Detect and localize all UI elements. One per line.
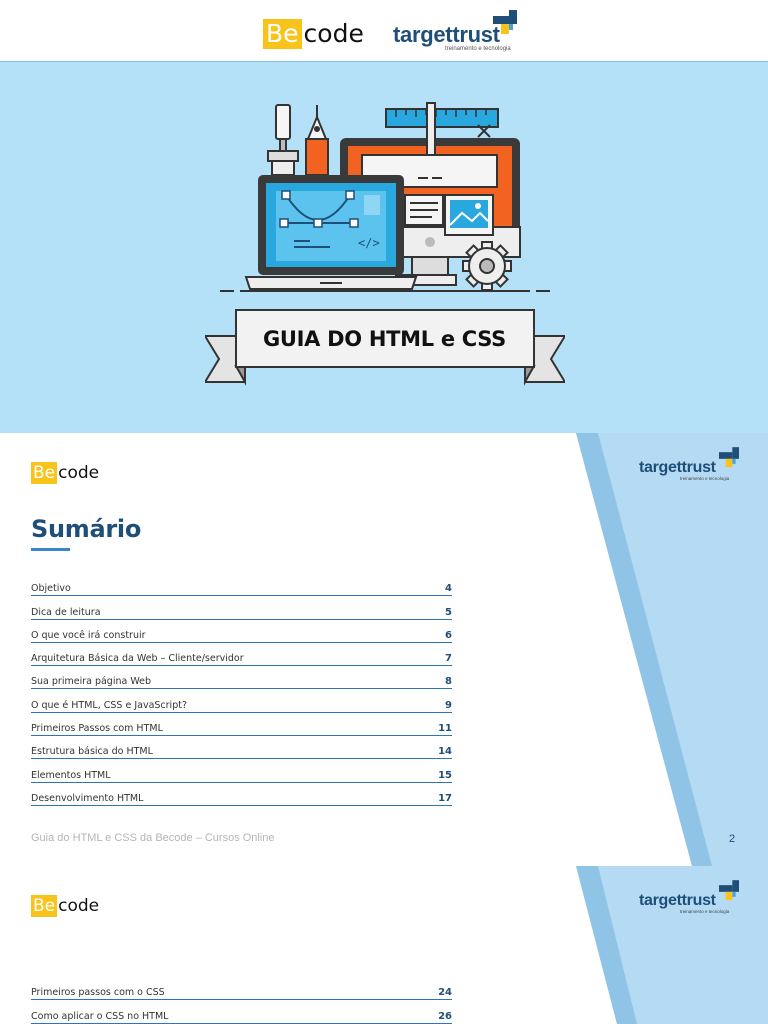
toc-entry-title: Objetivo [31,583,71,595]
toc-entry[interactable]: Desenvolvimento HTML 17 [31,783,452,806]
title-underline [31,548,70,551]
page-title: Sumário [31,515,142,543]
becode-logo-code: code [303,19,364,48]
toc-entry-page: 15 [438,769,452,781]
becode-logo-be: Be [31,895,58,917]
stamp-icon [267,104,299,176]
code-icon: </> [358,236,380,250]
toc-entry-page: 9 [445,699,452,711]
becode-logo-be: Be [263,19,302,49]
targettrust-logo-word: targettrust [393,22,500,47]
toc-entry[interactable]: Elementos HTML 15 [31,759,452,783]
toc-entry[interactable]: Sua primeira página Web 8 [31,666,452,690]
toc-entry-page: 6 [445,629,452,641]
targettrust-mark-icon [719,880,739,901]
toc-entry[interactable]: Objetivo 4 [31,573,452,597]
targettrust-mark-icon [493,10,517,34]
gear-icon [462,241,512,291]
toc-entry[interactable]: Estrutura básica do HTML 14 [31,736,452,760]
table-of-contents: Objetivo 4 Dica de leitura 5 O que você ir… [31,573,452,806]
ruler-icon [385,102,499,156]
cover-title: GUIA DO HTML e CSS [262,327,506,351]
laptop-icon: </> [244,175,418,290]
targettrust-logo-tagline: treinamento e tecnologia [680,909,730,914]
toc-entry[interactable]: O que é HTML, CSS e JavaScript? 9 [31,689,452,713]
table-of-contents: Primeiros passos com o CSS 24 Como aplica… [31,977,452,1024]
becode-logo-code: code [58,463,100,483]
toc-entry-page: 11 [438,723,452,735]
toc-entry-title: Sua primeira página Web [31,676,152,688]
page-decoration [576,433,768,866]
targettrust-mark-icon [719,447,739,468]
pen-tool-icon [305,105,329,176]
toc-entry-page: 14 [438,746,452,758]
toc-entry-page: 7 [445,653,452,665]
becode-logo-be: Be [31,462,58,484]
toc-entry-title: Como aplicar o CSS no HTML [31,1010,169,1022]
toc-entry-title: Primeiros passos com o CSS [31,987,165,999]
targettrust-logo-word: targettrust [639,892,716,909]
toc-entry-page: 5 [445,606,452,618]
toc-entry-title: Primeiros Passos com HTML [31,723,163,735]
toc-entry[interactable]: Arquitetura Básica da Web – Cliente/serv… [31,643,452,667]
targettrust-logo: targettrust treinamento e tecnologia [393,10,523,52]
toc-entry-page: 24 [438,987,452,999]
toc-entry-title: Arquitetura Básica da Web – Cliente/serv… [31,653,244,665]
toc-entry-title: Elementos HTML [31,769,111,781]
toc-entry-title: O que é HTML, CSS e JavaScript? [31,699,187,711]
toc-entry-page: 8 [445,676,452,688]
targettrust-logo-tagline: treinamento e tecnologia [680,476,730,481]
text-card-icon [404,194,444,226]
toc-entry-title: Dica de leitura [31,606,101,618]
page-number: 2 [729,833,736,845]
web-dev-illustration: </> [220,102,550,292]
toc-entry-page: 17 [438,792,452,804]
toc-entry-title: O que você irá construir [31,629,146,641]
toc-entry-page: 26 [438,1010,452,1022]
becode-logo-code: code [58,896,100,916]
targettrust-logo-word: targettrust [639,459,716,476]
targettrust-logo: targettrust treinamento e tecnologia [639,880,743,914]
toc-entry-title: Estrutura básica do HTML [31,746,153,758]
toc-entry[interactable]: O que você irá construir 6 [31,620,452,643]
toc-entry[interactable]: Primeiros passos com o CSS 24 [31,977,452,1001]
page-footer: Guia do HTML e CSS da Becode – Cursos On… [31,832,275,844]
targettrust-logo-tagline: treinamento e tecnologia [445,46,511,52]
page-decoration [576,866,768,1024]
title-ribbon [205,309,565,386]
toc-entry-page: 4 [445,583,452,595]
toc-entry[interactable]: Dica de leitura 5 [31,596,452,620]
toc-entry-title: Desenvolvimento HTML [31,792,144,804]
image-icon [444,194,494,236]
targettrust-logo: targettrust treinamento e tecnologia [639,447,743,481]
toc-entry[interactable]: Primeiros Passos com HTML 11 [31,713,452,737]
toc-entry[interactable]: Como aplicar o CSS no HTML 26 [31,1000,452,1024]
